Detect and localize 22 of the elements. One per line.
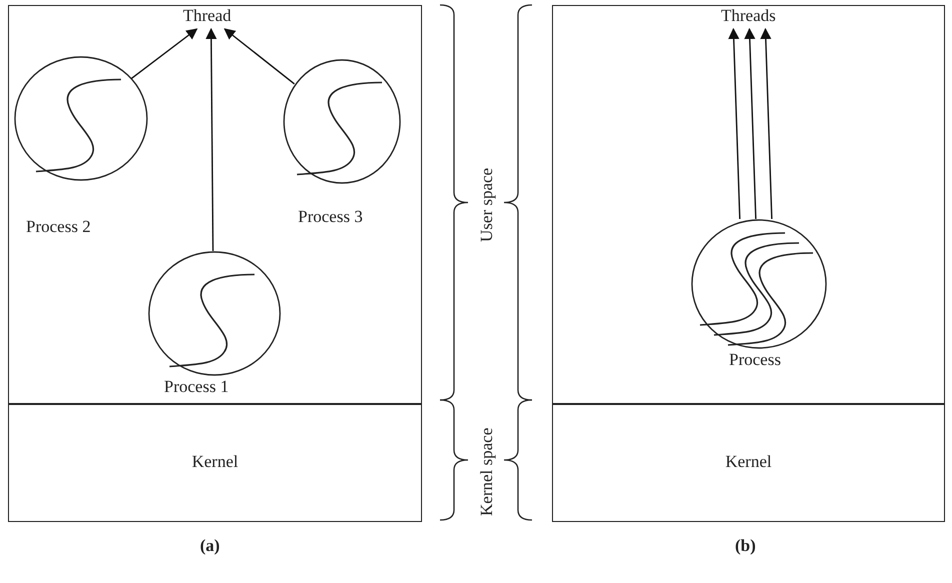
arrow	[130, 28, 198, 80]
kernel-box	[8, 404, 422, 522]
user-space-box	[8, 5, 422, 404]
process-label: Process 2	[26, 217, 91, 237]
process-label: Process 1	[164, 377, 229, 397]
arrow	[760, 28, 772, 220]
kernel-label: Kernel	[724, 452, 773, 472]
user-space-box	[552, 5, 945, 404]
arrow	[728, 28, 740, 220]
arrow	[206, 28, 217, 251]
panel-label: (a)	[200, 536, 220, 556]
arrow	[744, 28, 756, 220]
process-label: Process 3	[298, 207, 363, 227]
process-label: Process	[729, 350, 781, 370]
region-label: User space	[477, 166, 497, 244]
thread-label: Threads	[721, 6, 776, 26]
thread-label: Thread	[183, 6, 232, 26]
kernel-label: Kernel	[190, 452, 240, 472]
region-label: Kernel space	[477, 426, 497, 518]
arrow	[224, 28, 295, 84]
panel-label: (b)	[735, 536, 756, 556]
kernel-box	[552, 404, 945, 522]
